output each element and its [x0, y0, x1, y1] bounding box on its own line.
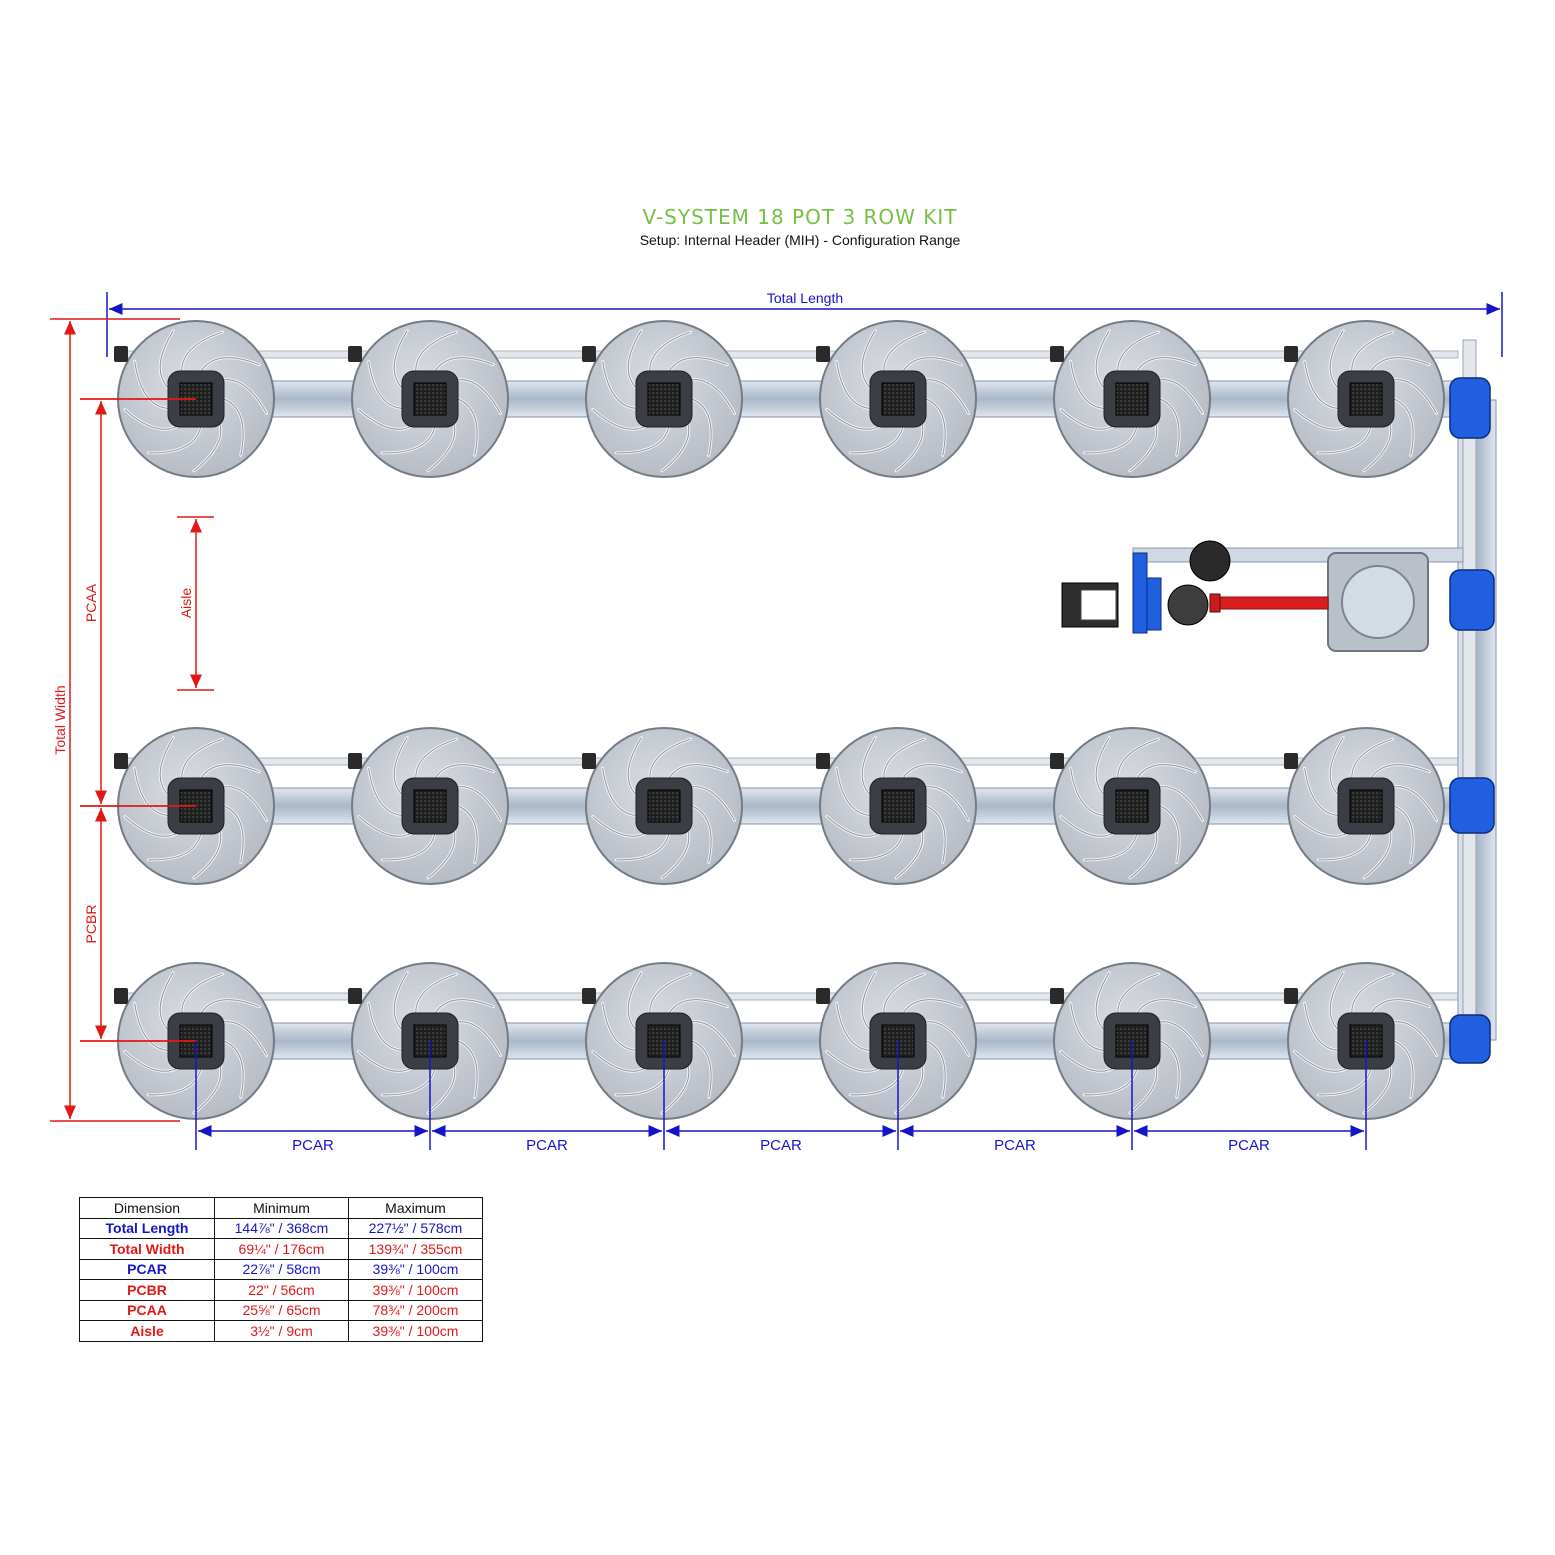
pcar-label: PCAR	[994, 1137, 1036, 1154]
reservoir-lid	[1341, 565, 1415, 639]
dripper-connector	[816, 988, 830, 1004]
header-fitting	[1449, 1014, 1491, 1064]
dimension-lines: Total Length Total Width PCAA PCBR Aisle…	[50, 290, 1503, 1154]
dripper-connector	[582, 988, 596, 1004]
filter-bottom	[1167, 584, 1209, 626]
dripper-connector	[816, 753, 830, 769]
pot	[582, 320, 743, 478]
feed-line	[117, 350, 1459, 359]
table-row: Total Length 144⅞" / 368cm 227½" / 578cm	[79, 1217, 483, 1239]
pot	[1284, 727, 1445, 885]
valve	[1209, 593, 1221, 613]
dripper-connector	[348, 988, 362, 1004]
pot	[348, 727, 509, 885]
dripper-connector	[1050, 988, 1064, 1004]
table-header-cell: Dimension	[79, 1197, 215, 1219]
pot	[1050, 962, 1211, 1120]
pcaa-label: PCAA	[83, 583, 99, 622]
dripper-connector	[1284, 346, 1298, 362]
dimension-name: PCAR	[79, 1258, 215, 1280]
pcar-label: PCAR	[760, 1137, 802, 1154]
dripper-connector	[582, 346, 596, 362]
feed-line	[117, 992, 1459, 1001]
dripper-connector	[114, 346, 128, 362]
table-header-cell: Maximum	[348, 1197, 483, 1219]
dimension-max: 39⅜" / 100cm	[348, 1320, 483, 1342]
dimension-name: Total Width	[79, 1238, 215, 1260]
total-width-label: Total Width	[52, 685, 68, 754]
table-row: PCAA 25⅝" / 65cm 78¾" / 200cm	[79, 1299, 483, 1321]
diagram-subtitle: Setup: Internal Header (MIH) - Configura…	[639, 232, 961, 248]
pot	[1284, 320, 1445, 478]
pot	[816, 962, 977, 1120]
dimension-max: 78¾" / 200cm	[348, 1299, 483, 1321]
dripper-connector	[1050, 753, 1064, 769]
dimension-name: Aisle	[79, 1320, 215, 1342]
dimension-min: 3½" / 9cm	[214, 1320, 349, 1342]
header-unit	[1061, 540, 1464, 652]
table-row: PCBR 22" / 56cm 39⅜" / 100cm	[79, 1279, 483, 1301]
dripper-connector	[1284, 753, 1298, 769]
dimension-max: 227½" / 578cm	[348, 1217, 483, 1239]
header-fitting	[1449, 569, 1495, 631]
pot	[582, 727, 743, 885]
dimension-table: Dimension Minimum Maximum Total Length 1…	[79, 1197, 483, 1342]
pcar-label: PCAR	[292, 1137, 334, 1154]
pcar-label: PCAR	[1228, 1137, 1270, 1154]
pcar-label: PCAR	[526, 1137, 568, 1154]
dimension-name: Total Length	[79, 1217, 215, 1239]
dimension-min: 69¼" / 176cm	[214, 1238, 349, 1260]
dimension-min: 144⅞" / 368cm	[214, 1217, 349, 1239]
aisle-label: Aisle	[178, 588, 194, 619]
pcar-dimension-group: PCAR PCAR PCAR PCAR PCAR	[195, 1041, 1367, 1154]
dripper-connector	[1284, 988, 1298, 1004]
pump-cross	[1132, 552, 1148, 634]
dripper-connector	[348, 346, 362, 362]
feed-line	[117, 757, 1459, 766]
header-fitting	[1449, 777, 1495, 834]
dimension-min: 22" / 56cm	[214, 1279, 349, 1301]
dimension-min: 22⅞" / 58cm	[214, 1258, 349, 1280]
dimension-max: 39⅜" / 100cm	[348, 1258, 483, 1280]
filter-top	[1189, 540, 1231, 582]
pcbr-label: PCBR	[83, 905, 99, 944]
dripper-connector	[816, 346, 830, 362]
table-row: PCAR 22⅞" / 58cm 39⅜" / 100cm	[79, 1258, 483, 1280]
pot	[816, 320, 977, 478]
pot	[348, 962, 509, 1120]
dimension-max: 139¾" / 355cm	[348, 1238, 483, 1260]
diagram-title: V-SYSTEM 18 POT 3 ROW KIT	[642, 205, 958, 229]
dripper-connector	[114, 988, 128, 1004]
header-fitting	[1449, 377, 1491, 439]
header-feed-line	[1462, 339, 1477, 1046]
pot	[816, 727, 977, 885]
dripper-connector	[1050, 346, 1064, 362]
pot	[582, 962, 743, 1120]
table-row: Aisle 3½" / 9cm 39⅜" / 100cm	[79, 1320, 483, 1342]
table-header-row: Dimension Minimum Maximum	[79, 1197, 483, 1219]
pot	[1284, 962, 1445, 1120]
controller-label	[1080, 589, 1117, 621]
table-header-cell: Minimum	[214, 1197, 349, 1219]
dripper-connector	[114, 753, 128, 769]
pot	[348, 320, 509, 478]
pot	[1050, 727, 1211, 885]
dimension-name: PCBR	[79, 1279, 215, 1301]
pipework	[117, 339, 1497, 1064]
supply-pipe-red	[1217, 596, 1329, 610]
dimension-name: PCAA	[79, 1299, 215, 1321]
dripper-connector	[348, 753, 362, 769]
total-length-label: Total Length	[767, 290, 843, 306]
pot	[1050, 320, 1211, 478]
dimension-min: 25⅝" / 65cm	[214, 1299, 349, 1321]
table-row: Total Width 69¼" / 176cm 139¾" / 355cm	[79, 1238, 483, 1260]
dimension-max: 39⅜" / 100cm	[348, 1279, 483, 1301]
dripper-connector	[582, 753, 596, 769]
